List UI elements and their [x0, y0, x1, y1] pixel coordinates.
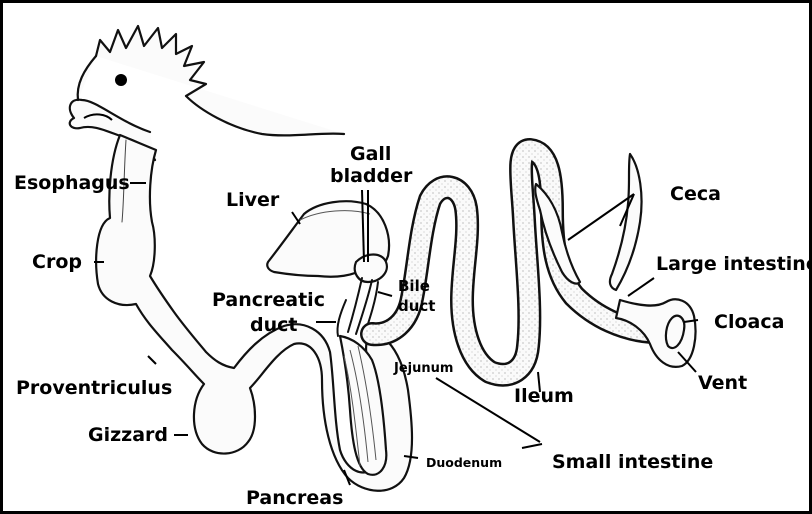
label-pancreas: Pancreas — [246, 487, 343, 509]
label-proventriculus: Proventriculus — [16, 377, 172, 399]
label-pancreatic-duct-2: duct — [250, 314, 297, 336]
label-bile-duct-2: duct — [398, 297, 435, 315]
label-gall-bladder-2: bladder — [330, 165, 413, 187]
label-pancreatic-duct-1: Pancreatic — [212, 289, 325, 311]
label-crop: Crop — [32, 251, 82, 273]
label-gall-bladder-1: Gall — [350, 143, 391, 165]
label-bile-duct-1: Bile — [398, 277, 430, 295]
eye-icon — [115, 74, 127, 86]
label-esophagus: Esophagus — [14, 172, 130, 194]
label-small-intestine: Small intestine — [552, 451, 713, 473]
label-cloaca: Cloaca — [714, 311, 784, 333]
label-jejunum: Jejunum — [393, 361, 453, 376]
label-ileum: Ileum — [514, 385, 574, 407]
label-liver: Liver — [226, 189, 280, 211]
label-vent: Vent — [698, 372, 747, 394]
label-ceca: Ceca — [670, 183, 721, 205]
label-large-intestine: Large intestine — [656, 253, 812, 275]
label-duodenum: Duodenum — [426, 455, 502, 470]
label-gizzard: Gizzard — [88, 424, 168, 446]
